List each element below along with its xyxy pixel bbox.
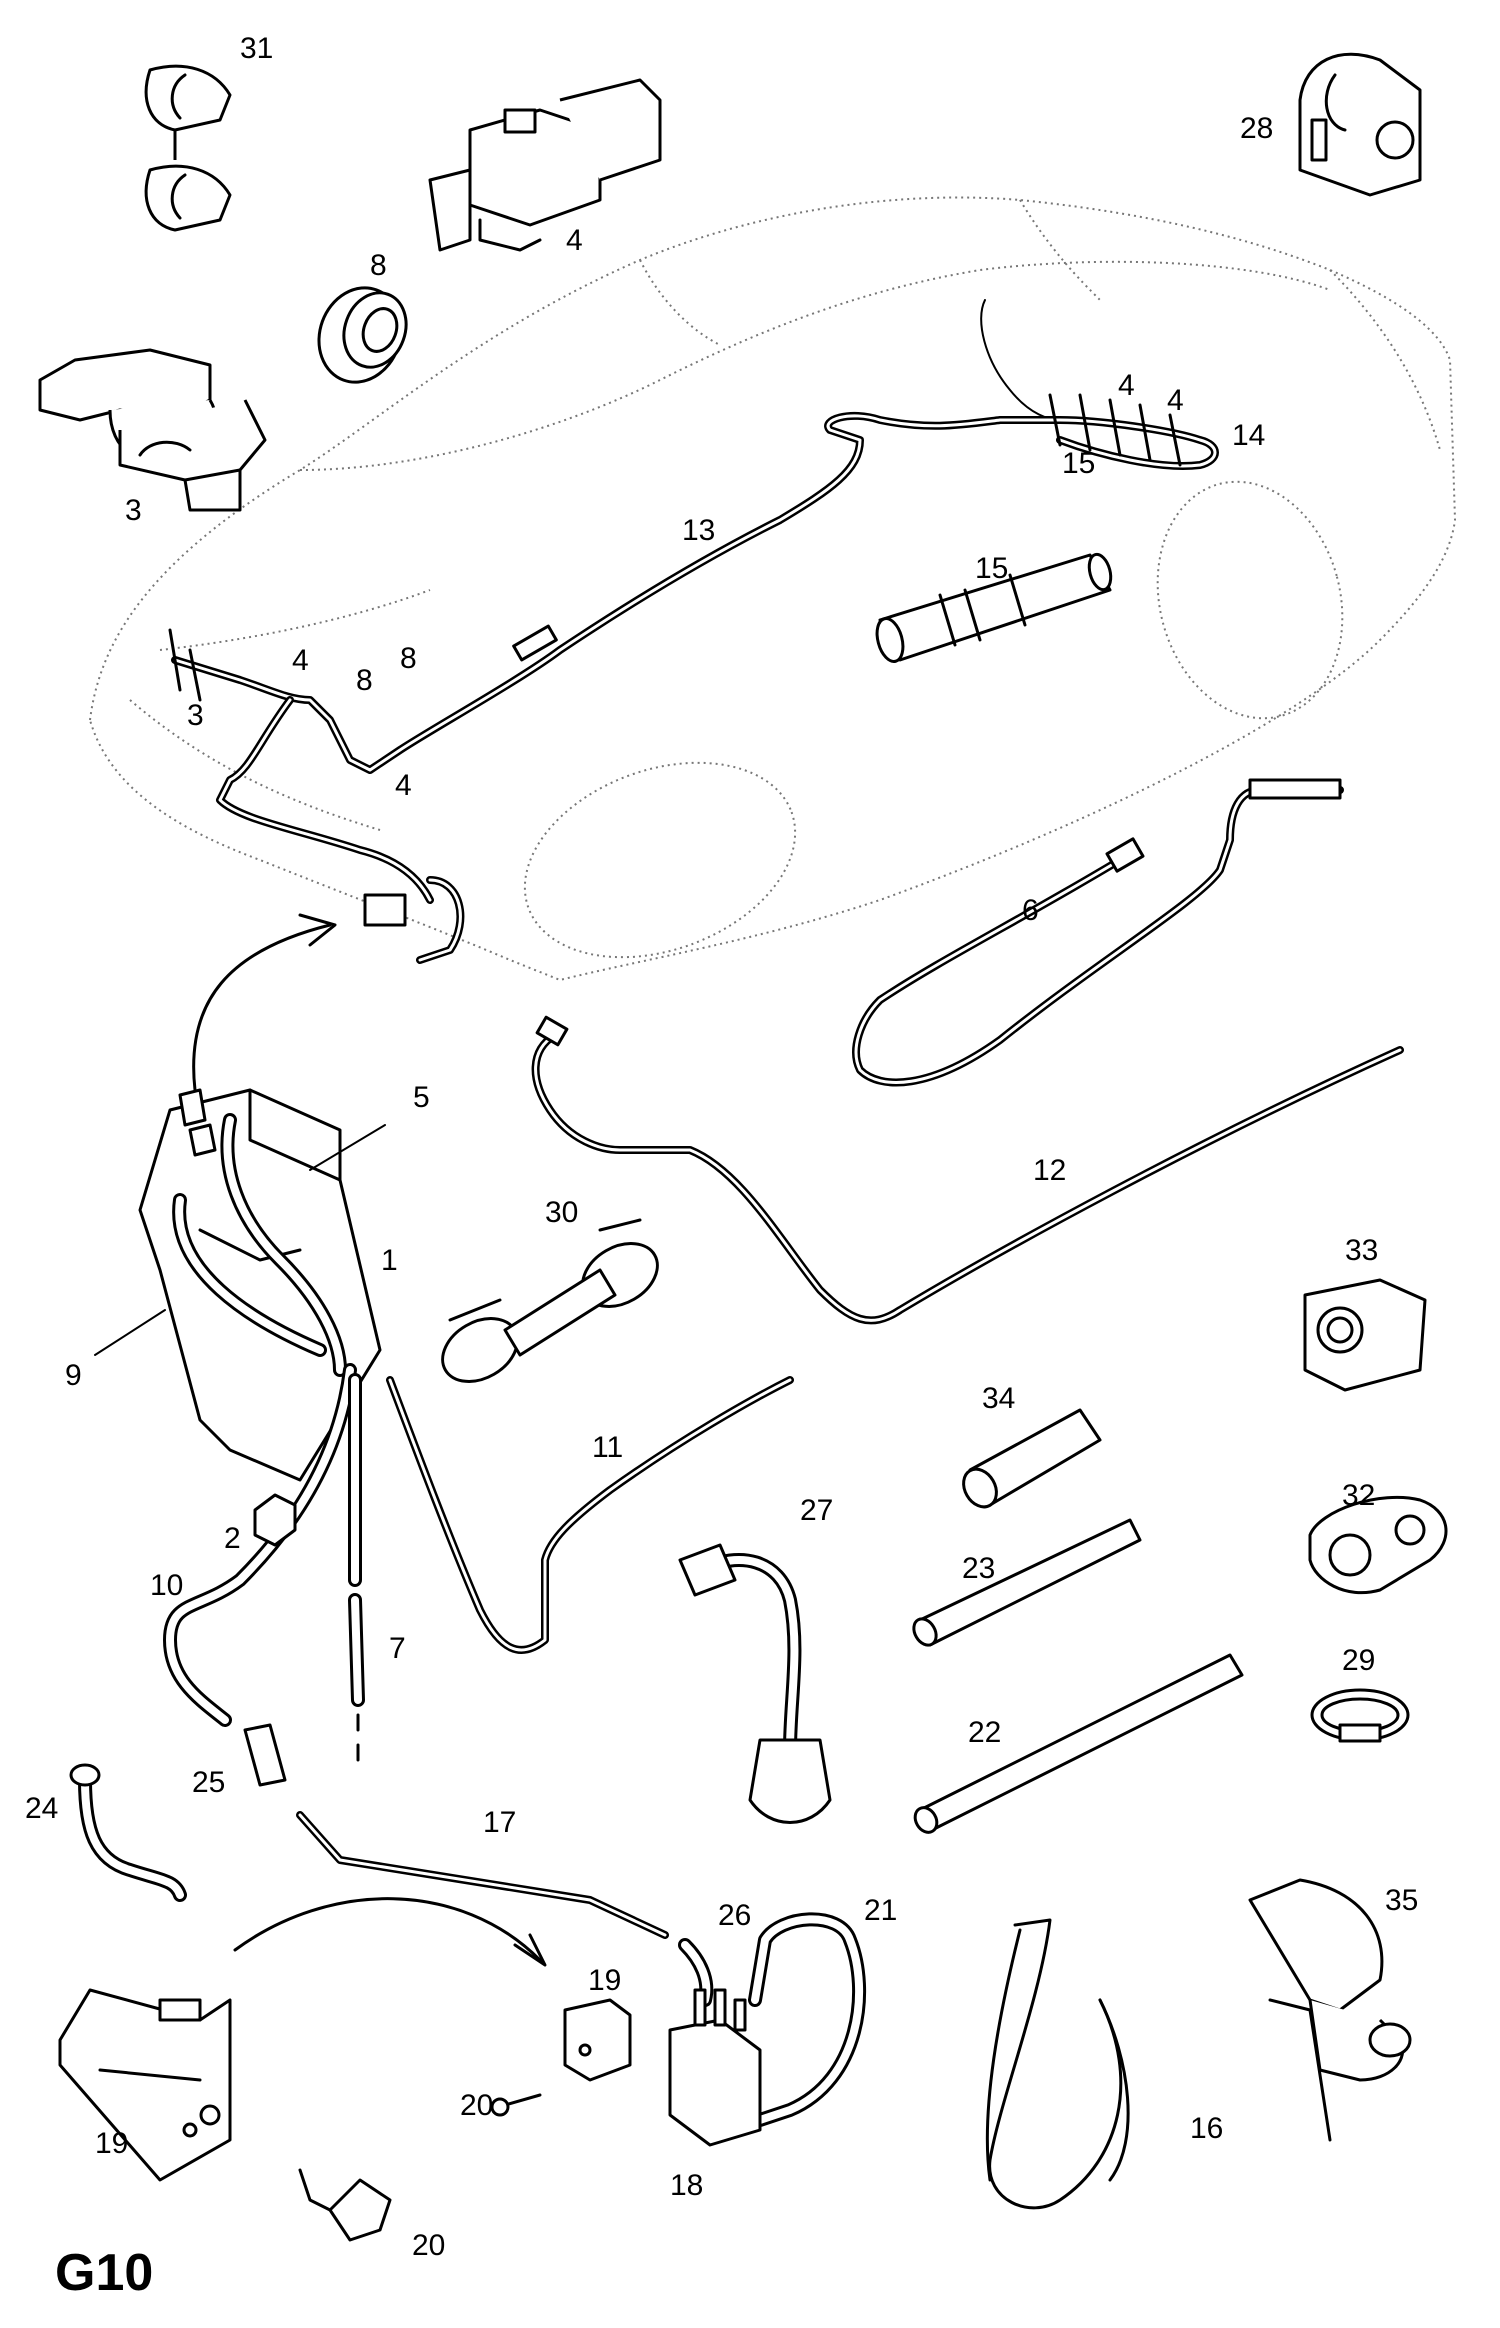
callout-20: 20 <box>460 2089 493 2122</box>
callout-2: 2 <box>224 1522 241 1555</box>
part-18-valve <box>668 1988 762 2147</box>
part-30-clip <box>441 1218 659 1383</box>
part-15-connector <box>875 552 1113 663</box>
leader-9 <box>94 1309 166 1356</box>
callout-13: 13 <box>682 514 715 547</box>
callout-32: 32 <box>1342 1479 1375 1512</box>
callout-1: 1 <box>381 1244 398 1277</box>
part-21-hose <box>748 1912 867 2127</box>
part-3-multi-clip <box>38 348 267 512</box>
callout-25: 25 <box>192 1766 225 1799</box>
callout-12: 12 <box>1033 1154 1066 1187</box>
callout-27: 27 <box>800 1494 833 1527</box>
part-25-sleeve <box>243 1723 287 1787</box>
callout-20: 20 <box>412 2229 445 2262</box>
callout-19: 19 <box>588 1964 621 1997</box>
callout-19: 19 <box>95 2127 128 2160</box>
part-33-clip <box>1303 1278 1427 1392</box>
callout-8: 8 <box>356 664 373 697</box>
callout-10: 10 <box>150 1569 183 1602</box>
callout-31: 31 <box>240 32 273 65</box>
part-19-bracket-small <box>563 1998 632 2082</box>
callout-4: 4 <box>1118 369 1135 402</box>
part-2-nut <box>253 1493 297 1547</box>
callout-16: 16 <box>1190 2112 1223 2145</box>
part-5-reservoir <box>138 1088 382 1482</box>
part-20-screw-small <box>490 2093 542 2117</box>
part-17-pipe <box>296 1811 669 1939</box>
arrow-bracket <box>233 1897 547 1967</box>
part-11-pipe <box>386 1376 794 1654</box>
callout-4: 4 <box>566 224 583 257</box>
part-12-long-pipe <box>531 1015 1404 1325</box>
callout-3: 3 <box>187 699 204 732</box>
part-7-hose <box>348 1373 365 1762</box>
part-29-clamp <box>1310 1688 1410 1743</box>
callout-4: 4 <box>395 769 412 802</box>
car-body-outline <box>88 196 1457 982</box>
part-6-pipe <box>852 778 1344 1087</box>
part-19-bracket-large <box>58 1988 232 2182</box>
callout-23: 23 <box>962 1552 995 1585</box>
callout-8: 8 <box>370 249 387 282</box>
callout-29: 29 <box>1342 1644 1375 1677</box>
part-23-tube <box>912 1518 1142 1647</box>
callout-4: 4 <box>292 644 309 677</box>
callout-11: 11 <box>592 1431 623 1464</box>
callout-5: 5 <box>413 1081 430 1114</box>
callout-24: 24 <box>25 1792 58 1825</box>
part-8-grommet <box>317 286 408 384</box>
callout-33: 33 <box>1345 1234 1378 1267</box>
callout-15: 15 <box>975 552 1008 585</box>
callout-3: 3 <box>125 494 142 527</box>
part-28-clip <box>1298 52 1422 197</box>
callout-34: 34 <box>982 1382 1015 1415</box>
part-35-clip <box>1248 1878 1412 2142</box>
part-27-hose <box>678 1543 832 1824</box>
callout-28: 28 <box>1240 112 1273 145</box>
callout-26: 26 <box>718 1899 751 1932</box>
callout-30: 30 <box>545 1196 578 1229</box>
part-34-sleeve <box>962 1408 1102 1509</box>
part-10-hose <box>163 1363 357 1727</box>
part-24-elbow <box>69 1763 187 1902</box>
callout-17: 17 <box>483 1806 516 1839</box>
callout-15: 15 <box>1062 447 1095 480</box>
callout-14: 14 <box>1232 419 1265 452</box>
callout-7: 7 <box>389 1632 406 1665</box>
callout-22: 22 <box>968 1716 1001 1749</box>
part-31-double-clip <box>144 64 232 232</box>
callout-labels: 31 4 8 3 28 4 4 14 15 13 15 4 8 8 3 4 6 … <box>25 32 1418 2262</box>
part-13-main-line <box>168 299 1219 964</box>
part-4-bracket <box>428 78 662 252</box>
part-20-screw-large <box>298 2168 392 2242</box>
arrow-reservoir-to-car <box>192 913 337 1092</box>
callout-18: 18 <box>670 2169 703 2202</box>
callout-35: 35 <box>1385 1884 1418 1917</box>
part-16-cable-tie <box>985 1918 1130 2210</box>
callout-8: 8 <box>400 642 417 675</box>
callout-21: 21 <box>864 1894 897 1927</box>
part-32-clip <box>1308 1495 1448 1595</box>
callout-6: 6 <box>1022 894 1039 927</box>
leader-5 <box>309 1124 386 1171</box>
callout-4: 4 <box>1167 384 1184 417</box>
callout-9: 9 <box>65 1359 82 1392</box>
part-22-tube <box>913 1653 1244 1834</box>
sheet-code: G10 <box>55 2244 153 2302</box>
